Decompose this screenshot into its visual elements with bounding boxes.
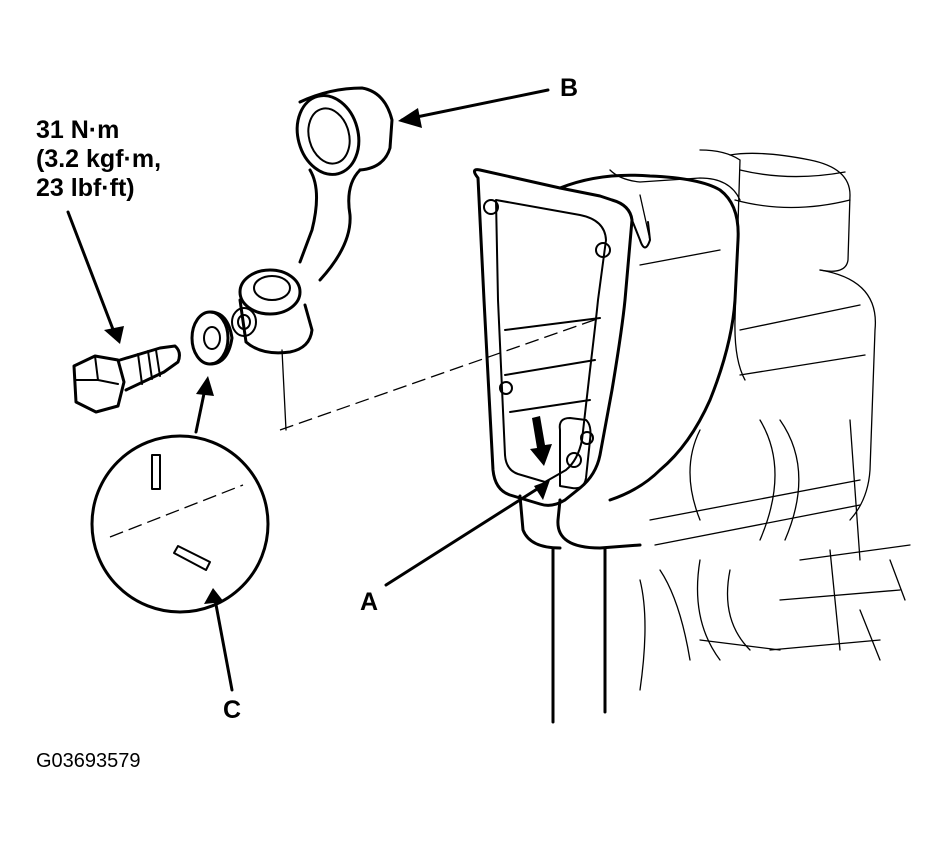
torque-line-3: 23 lbf·ft) <box>36 174 135 202</box>
shaft-centerline <box>279 317 601 431</box>
torque-line-2: (3.2 kgf·m, <box>36 145 162 173</box>
callout-b: B <box>560 74 579 102</box>
leader-lines <box>66 88 550 692</box>
torque-specification: 31 N·m (3.2 kgf·m, 23 lbf·ft) <box>36 116 161 203</box>
shift-housing <box>473 168 740 724</box>
torque-line-1: 31 N·m <box>36 116 120 144</box>
bolt <box>72 344 181 414</box>
washer <box>190 310 234 366</box>
shift-arm <box>231 86 394 431</box>
figure-reference-code: G03693579 <box>36 750 141 772</box>
detail-circle <box>90 434 270 614</box>
callout-a: A <box>360 588 379 616</box>
callout-c: C <box>223 696 242 724</box>
engine-block-outline <box>609 149 911 691</box>
